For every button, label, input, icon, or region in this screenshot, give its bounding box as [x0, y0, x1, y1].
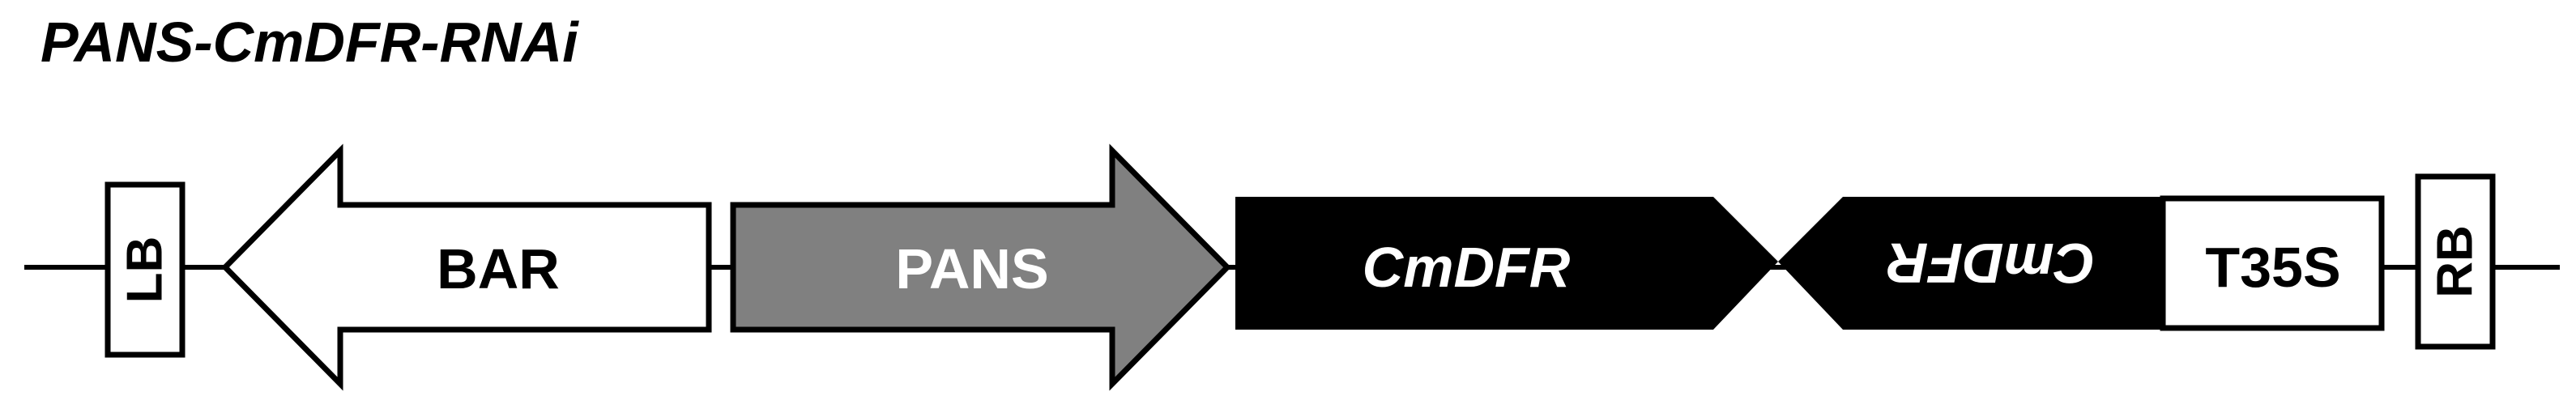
t35s-label: T35S: [2205, 236, 2340, 299]
bar-label: BAR: [437, 237, 560, 300]
lb-border: LB: [104, 181, 186, 358]
pans-label: PANS: [895, 237, 1048, 300]
t35s-terminator: T35S: [2160, 195, 2385, 331]
rb-border: RB: [2415, 173, 2496, 350]
cmdfr-antisense-label: CmDFR: [1887, 232, 2095, 295]
lb-label: LB: [117, 236, 173, 304]
pans-promoter: PANS: [730, 143, 1231, 391]
construct-title: PANS-CmDFR-RNAi: [41, 11, 578, 74]
cmdfr-antisense-block: CmDFR: [1778, 197, 2183, 330]
rb-label: RB: [2428, 225, 2484, 298]
bar-gene: BAR: [221, 143, 712, 391]
cmdfr-sense-label: CmDFR: [1363, 236, 1571, 299]
cmdfr-sense-block: CmDFR: [1235, 197, 1778, 330]
